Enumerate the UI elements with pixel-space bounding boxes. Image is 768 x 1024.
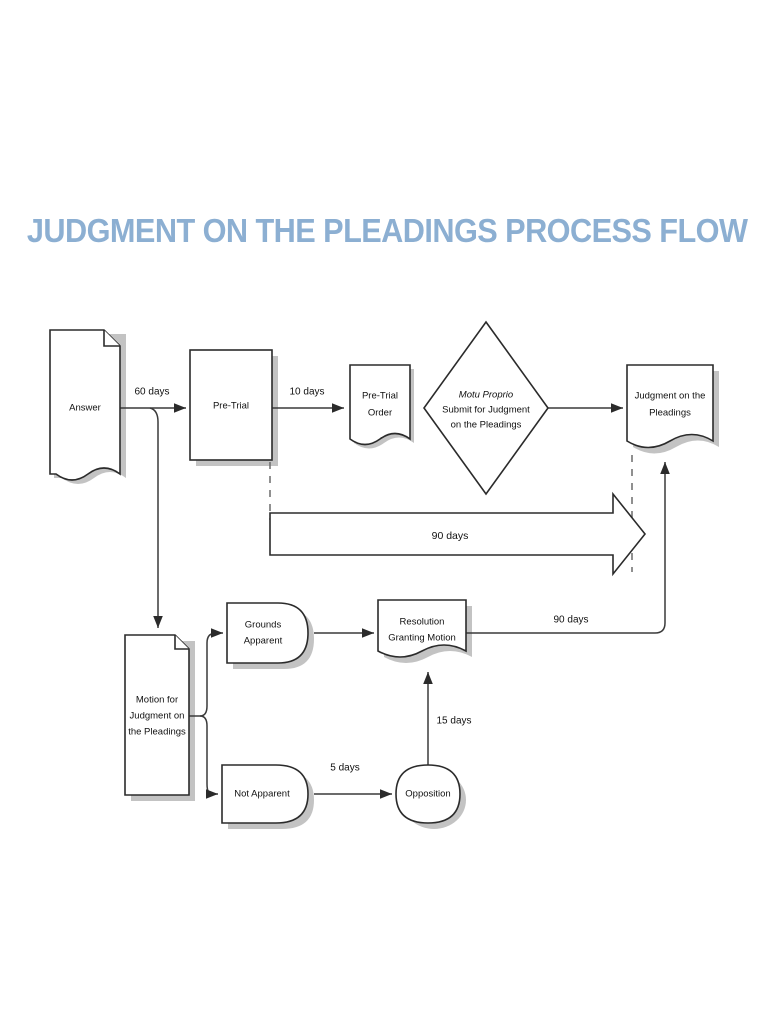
node-motu-proprio[interactable]: Motu Proprio Submit for Judgment on the … xyxy=(423,320,549,496)
edge-resolution-to-judgment xyxy=(466,462,670,634)
node-pretrial-order[interactable]: Pre-Trial Order xyxy=(349,364,411,446)
node-resolution[interactable]: Resolution Granting Motion xyxy=(377,599,467,658)
edge-motion-to-notapparent xyxy=(199,715,218,799)
node-pretrial-order-line1: Pre-Trial xyxy=(362,391,398,402)
edge-labels: 60 days 10 days 90 days 90 days 15 days … xyxy=(134,387,588,774)
edge-label-10-days: 10 days xyxy=(289,387,324,398)
node-motu-proprio-line1: Motu Proprio xyxy=(459,390,513,401)
edge-label-90-days-lower: 90 days xyxy=(553,615,588,626)
node-resolution-line1: Resolution xyxy=(400,617,445,628)
edge-answer-branch-to-motion xyxy=(149,407,163,628)
flow-edges xyxy=(120,403,670,799)
node-grounds-apparent-line2: Apparent xyxy=(244,636,283,647)
edge-label-5-days: 5 days xyxy=(330,763,359,774)
page-title: JUDGMENT ON THE PLEADINGS PROCESS FLOW xyxy=(26,212,748,249)
block-arrow-90-days xyxy=(269,491,647,577)
node-motion-line2: Judgment on xyxy=(130,711,185,722)
edge-label-60-days: 60 days xyxy=(134,387,169,398)
node-not-apparent-label: Not Apparent xyxy=(234,789,290,800)
node-opposition-label: Opposition xyxy=(405,789,450,800)
node-judgment-line1: Judgment on the xyxy=(635,391,706,402)
node-pretrial-label: Pre-Trial xyxy=(213,401,249,412)
node-motion[interactable]: Motion for Judgment on the Pleadings xyxy=(124,634,190,796)
node-judgment-line2: Pleadings xyxy=(649,408,691,419)
node-motion-line1: Motion for xyxy=(136,695,178,706)
node-motu-proprio-line3: on the Pleadings xyxy=(451,420,522,431)
edge-motion-to-grounds xyxy=(199,628,223,717)
edge-label-band-90-days: 90 days xyxy=(432,530,469,542)
node-answer[interactable]: Answer xyxy=(49,329,121,481)
node-resolution-line2: Granting Motion xyxy=(388,633,456,644)
node-judgment[interactable]: Judgment on the Pleadings xyxy=(626,364,714,449)
node-pretrial-order-line2: Order xyxy=(368,408,392,419)
node-opposition[interactable]: Opposition xyxy=(395,764,461,824)
node-motion-line3: the Pleadings xyxy=(128,727,186,738)
node-motu-proprio-line2: Submit for Judgment xyxy=(442,405,530,416)
node-answer-label: Answer xyxy=(69,403,101,414)
edge-label-15-days: 15 days xyxy=(436,716,471,727)
node-pretrial[interactable]: Pre-Trial xyxy=(189,349,273,461)
node-grounds-apparent-line1: Grounds xyxy=(245,620,282,631)
node-grounds-apparent[interactable]: Grounds Apparent xyxy=(226,602,309,664)
node-not-apparent[interactable]: Not Apparent xyxy=(221,764,309,824)
